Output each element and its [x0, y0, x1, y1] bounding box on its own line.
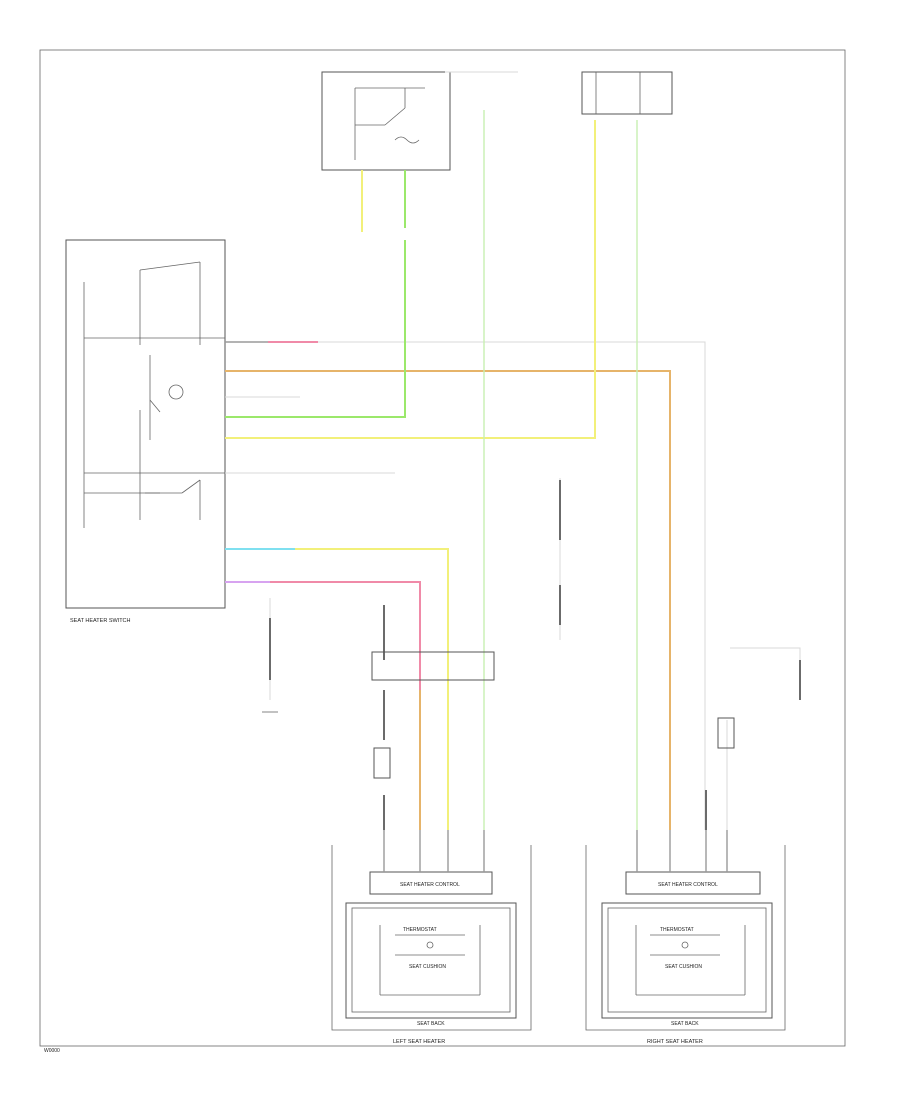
wire-yellow-fuse — [225, 120, 596, 439]
seat-heater-switch-box — [65, 239, 226, 609]
right-seat-heater-control-label: SEAT HEATER CONTROL — [658, 882, 718, 888]
right-sensor-connector — [717, 717, 735, 749]
seat-heater-switch-label: SEAT HEATER SWITCH — [70, 618, 131, 624]
left-seat-cushion-label: SEAT CUSHION — [409, 964, 446, 970]
junction-connector — [371, 651, 495, 681]
left-sensor-connector — [373, 747, 391, 779]
diagram-frame — [39, 49, 846, 1047]
top-right-fuse-box — [581, 71, 673, 115]
wire-green-fuse — [225, 240, 406, 418]
left-thermostat-label: THERMOSTAT — [403, 927, 437, 933]
left-seat-heater-label: LEFT SEAT HEATER — [393, 1039, 445, 1045]
wire-lightgray-right — [730, 647, 801, 700]
wire-pink-left — [270, 581, 421, 830]
left-seat-back-label: SEAT BACK — [417, 1021, 445, 1027]
right-seat-heater-label: RIGHT SEAT HEATER — [647, 1039, 703, 1045]
left-seat-heater-control-label: SEAT HEATER CONTROL — [400, 882, 460, 888]
left-seat-heater — [331, 845, 532, 1031]
wire-yellow-left — [295, 548, 449, 830]
right-thermostat-label: THERMOSTAT — [660, 927, 694, 933]
right-seat-back-label: SEAT BACK — [671, 1021, 699, 1027]
wire-lightgray-1 — [318, 341, 706, 830]
top-left-fuse-box — [321, 71, 451, 171]
wire-orange-right — [225, 370, 671, 830]
right-seat-cushion-label: SEAT CUSHION — [665, 964, 702, 970]
right-seat-pins — [636, 830, 728, 872]
right-seat-heater-control-box — [625, 871, 761, 895]
figure-id: W0000 — [44, 1048, 60, 1054]
left-seat-heater-control-box — [369, 871, 493, 895]
left-seat-pins — [383, 830, 485, 872]
right-seat-heater — [585, 845, 786, 1031]
